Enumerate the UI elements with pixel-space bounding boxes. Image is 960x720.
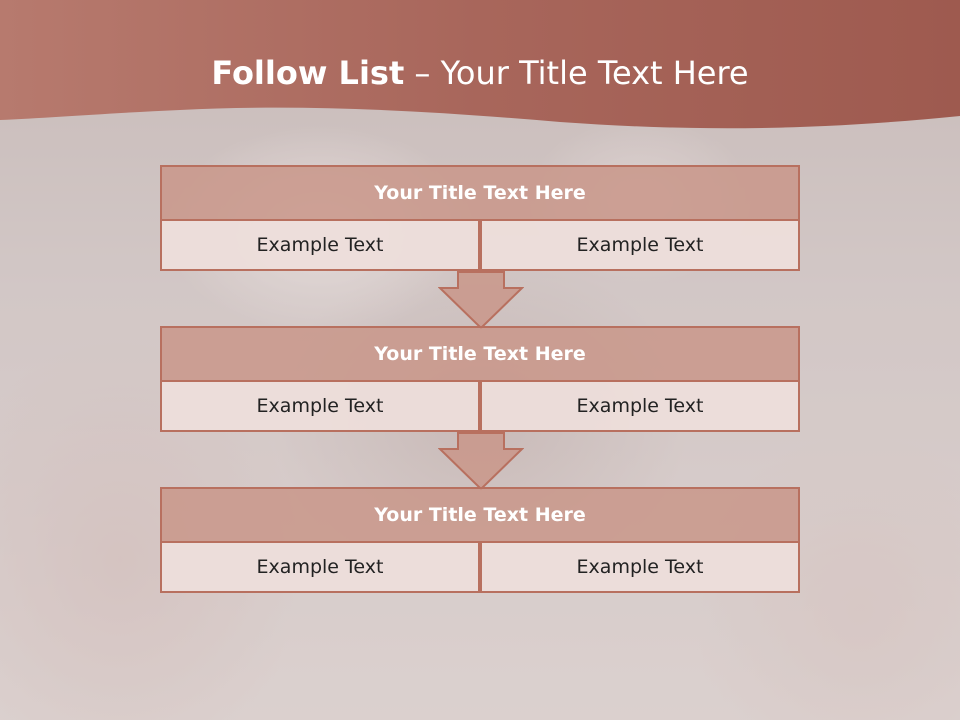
list-block-3: Your Title Text Here Example Text Exampl… [160,487,800,593]
block-title[interactable]: Your Title Text Here [160,326,800,382]
block-cell-left[interactable]: Example Text [160,382,480,432]
block-cell-right[interactable]: Example Text [480,221,800,271]
block-cell-right[interactable]: Example Text [480,543,800,593]
header-wave-band [0,0,960,129]
down-arrow-icon [438,271,524,330]
block-title[interactable]: Your Title Text Here [160,165,800,221]
block-cell-left[interactable]: Example Text [160,543,480,593]
slide-title: Follow List – Your Title Text Here [0,54,960,92]
list-block-1: Your Title Text Here Example Text Exampl… [160,165,800,271]
down-arrow-icon [438,432,524,491]
slide-title-strong: Follow List [211,54,405,92]
list-block-2: Your Title Text Here Example Text Exampl… [160,326,800,432]
slide-title-rest: – Your Title Text Here [404,54,749,92]
block-cell-right[interactable]: Example Text [480,382,800,432]
block-title[interactable]: Your Title Text Here [160,487,800,543]
block-cell-left[interactable]: Example Text [160,221,480,271]
